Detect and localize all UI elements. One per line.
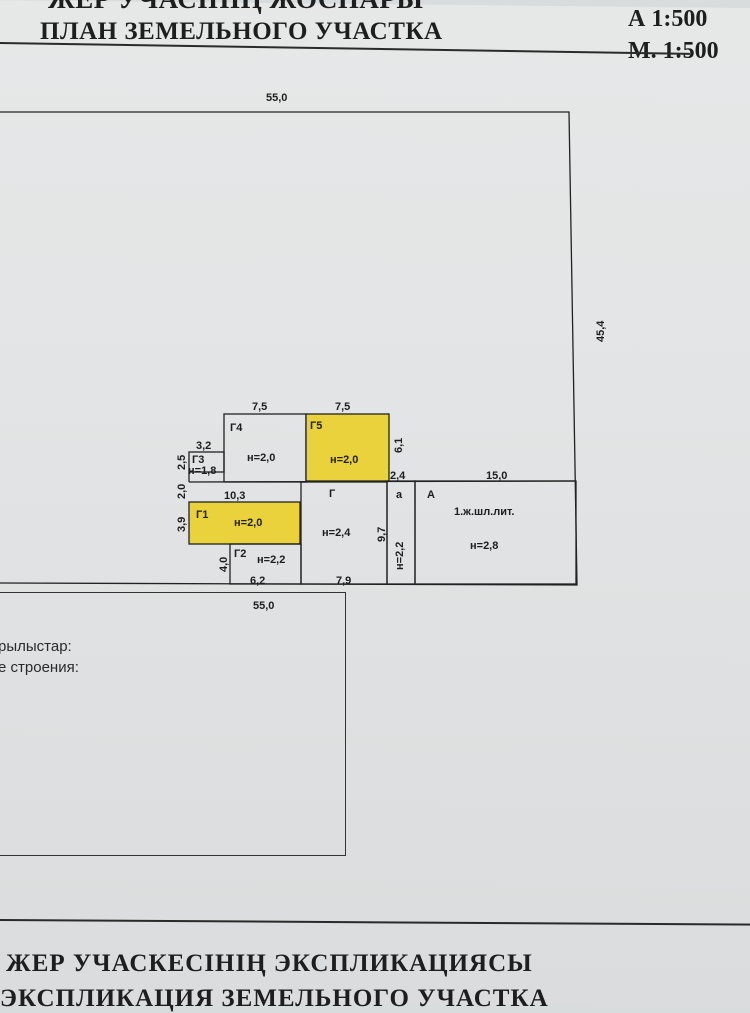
g4-label: Г4: [230, 422, 243, 434]
g-side: 9,7: [376, 527, 388, 542]
scale-kazakh: А 1:500: [628, 6, 708, 32]
a-small-height: н=2,2: [394, 542, 406, 570]
g2-side: 4,0: [218, 557, 230, 572]
dim-top: 55,0: [266, 92, 287, 104]
g1-side: 3,9: [176, 517, 188, 532]
a-small-width: 2,4: [390, 470, 406, 482]
g-gap: 2,0: [176, 484, 188, 499]
footer-title-russian: ЭКСПЛИКАЦИЯ ЗЕМЕЛЬНОГО УЧАСТКА: [0, 985, 549, 1012]
g1-height: н=2,0: [234, 517, 262, 529]
building-g5: [305, 413, 390, 482]
legend-line-1: рылыстар:: [0, 638, 72, 655]
footer-title-kazakh: ЖЕР УЧАСКЕСІНІҢ ЭКСПЛИКАЦИЯСЫ: [6, 950, 533, 977]
g2-label: Г2: [234, 548, 246, 560]
g5-side: 6,1: [393, 438, 405, 453]
building-a-main: [414, 480, 577, 585]
a-main-label: А: [427, 489, 435, 501]
g2-width: 6,2: [250, 575, 265, 587]
g5-label: Г5: [310, 420, 322, 432]
title-russian: ПЛАН ЗЕМЕЛЬНОГО УЧАСТКА: [40, 18, 443, 45]
building-g1: [188, 501, 301, 545]
a-small-label: а: [396, 489, 403, 501]
legend-box: рылыстар: е строения:: [0, 592, 346, 856]
g3-width: 3,2: [196, 440, 211, 452]
g3-height: н=1,8: [188, 465, 216, 477]
dim-right: 45,4: [595, 320, 607, 342]
g-bottom-width: 7,9: [336, 575, 351, 587]
g2-height: н=2,2: [257, 554, 285, 566]
g5-height: н=2,0: [330, 454, 358, 466]
g1-label: Г1: [196, 509, 208, 521]
a-main-desc: 1.ж.шл.лит.: [454, 506, 514, 518]
legend-line-2: е строения:: [0, 659, 79, 676]
title-kazakh: ЖЕР УЧАСІНІҢ ЖОСПАРЫ: [48, 0, 423, 15]
g3-side: 2,5: [176, 455, 188, 470]
a-main-height: н=2,8: [470, 540, 498, 552]
g1-width: 10,3: [224, 490, 245, 502]
dim-bottom: 55,0: [253, 600, 274, 612]
g5-width: 7,5: [335, 401, 350, 413]
g4-width: 7,5: [252, 401, 267, 413]
g-height: н=2,4: [322, 527, 351, 539]
g3-label: Г3: [192, 454, 204, 466]
a-main-width: 15,0: [486, 470, 507, 482]
scale-russian: М. 1:500: [628, 38, 719, 64]
g-label: Г: [329, 488, 336, 500]
building-g3: [188, 451, 225, 473]
building-g2: [229, 543, 302, 585]
g4-height: н=2,0: [247, 452, 275, 464]
